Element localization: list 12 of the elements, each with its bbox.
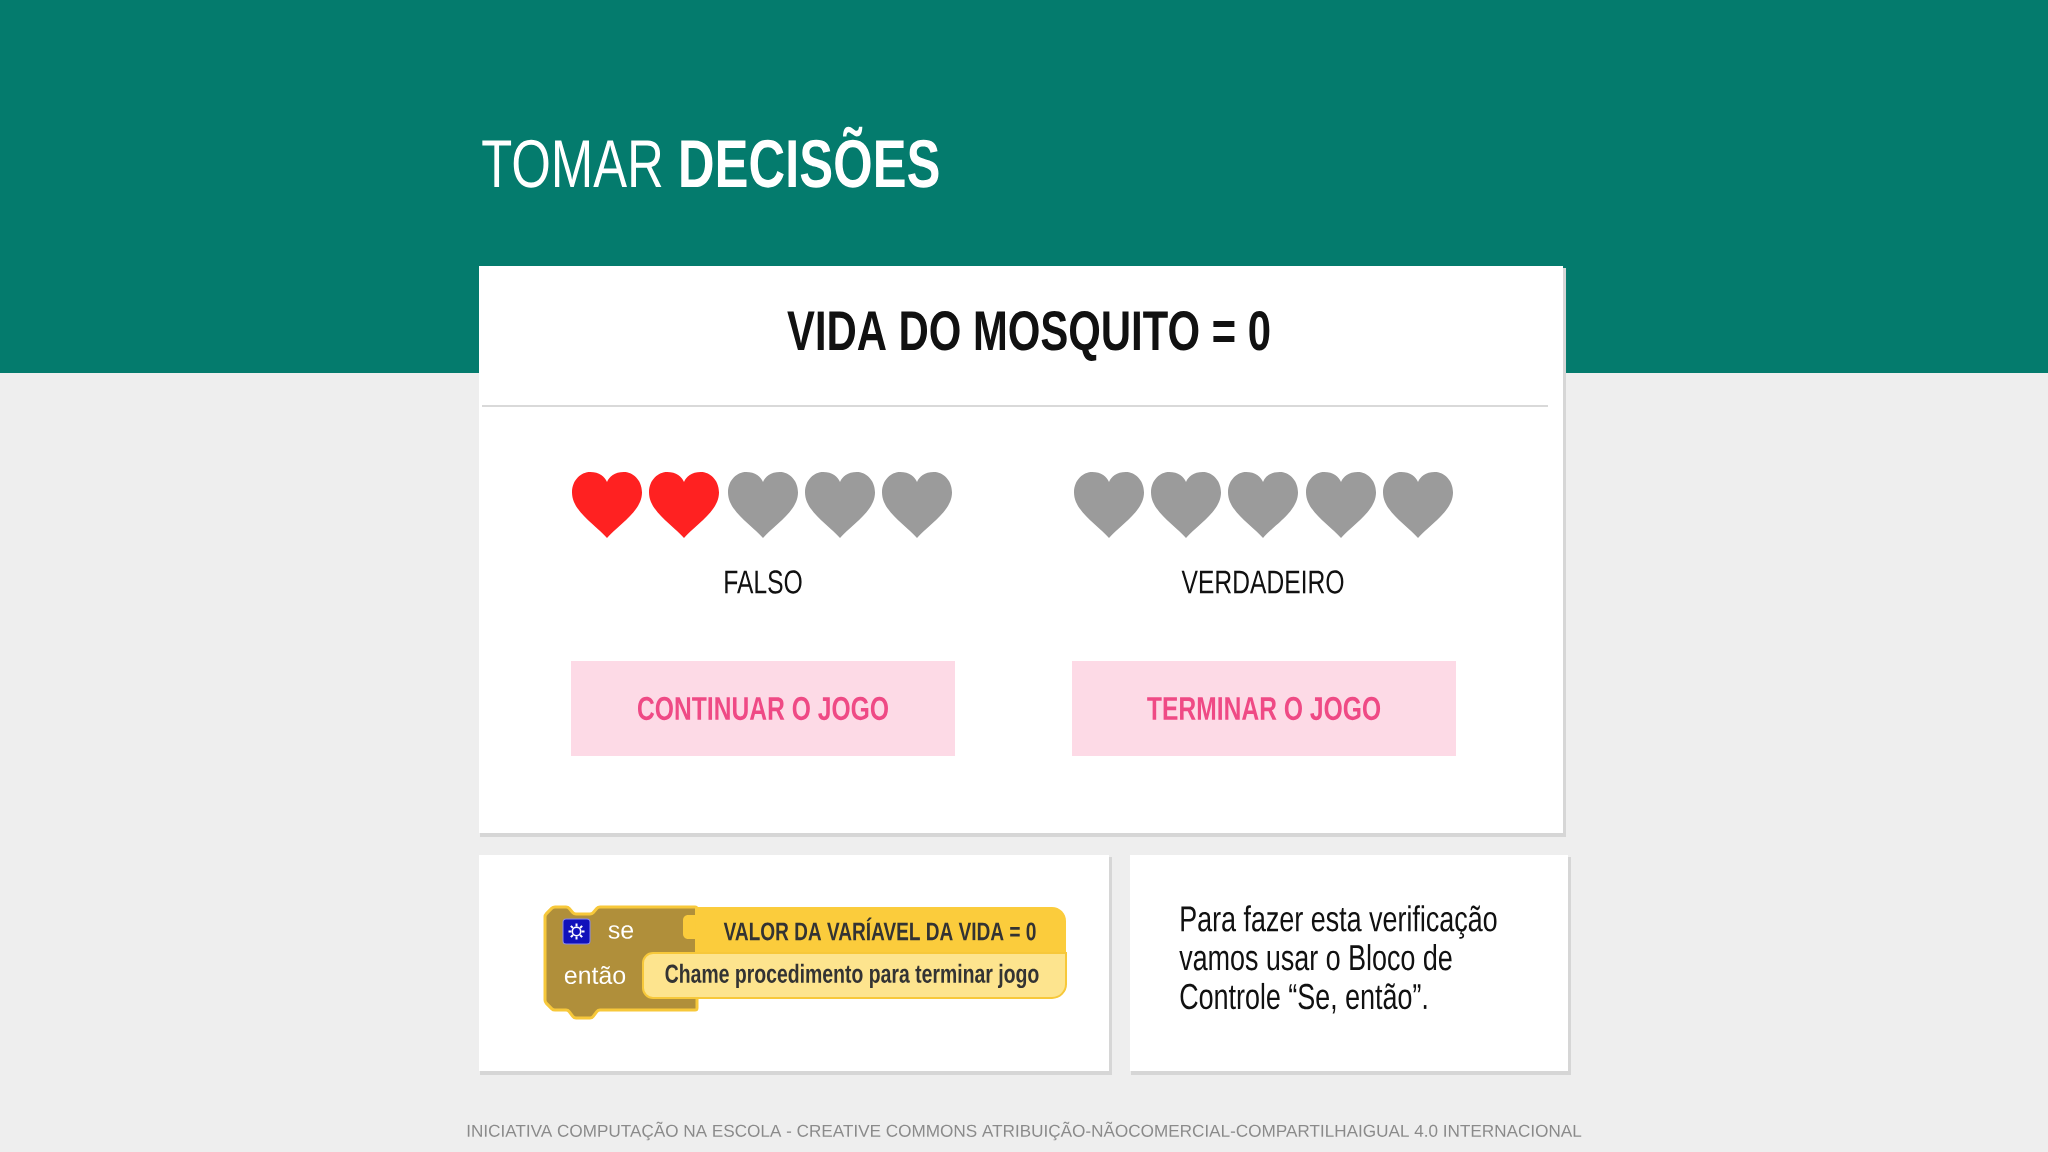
statement-block: Chame procedimento para terminar jogo: [642, 952, 1067, 999]
keyword-text: então: [564, 965, 626, 985]
status-label: VERDADEIRO: [1181, 570, 1344, 594]
keyword-text: se: [608, 925, 634, 939]
condition-block: VALOR DA VARÍAVEL DA VIDA = 0: [683, 907, 1066, 953]
page-title: TOMAR DECISÕES: [482, 126, 939, 188]
status-label: FALSO: [725, 570, 802, 594]
description-text: Para fazer esta verificação vamos usar o Bloco de Controle “Se, então”.: [1179, 905, 1497, 1014]
action-button: TERMINAR O JOGO: [1072, 661, 1456, 756]
card-heading: VIDA DO MOSQUITO = 0: [787, 311, 1270, 361]
footer-text: INICIATIVA COMPUTAÇÃO NA ESCOLA - CREATIVE COMMONS ATRIBUIÇÃO-NÃOCOMERCIAL-COMPARTILHAIGUAL 4.0 INTERNACIONAL: [467, 1121, 1582, 1141]
action-button: CONTINUAR O JOGO: [571, 661, 955, 756]
